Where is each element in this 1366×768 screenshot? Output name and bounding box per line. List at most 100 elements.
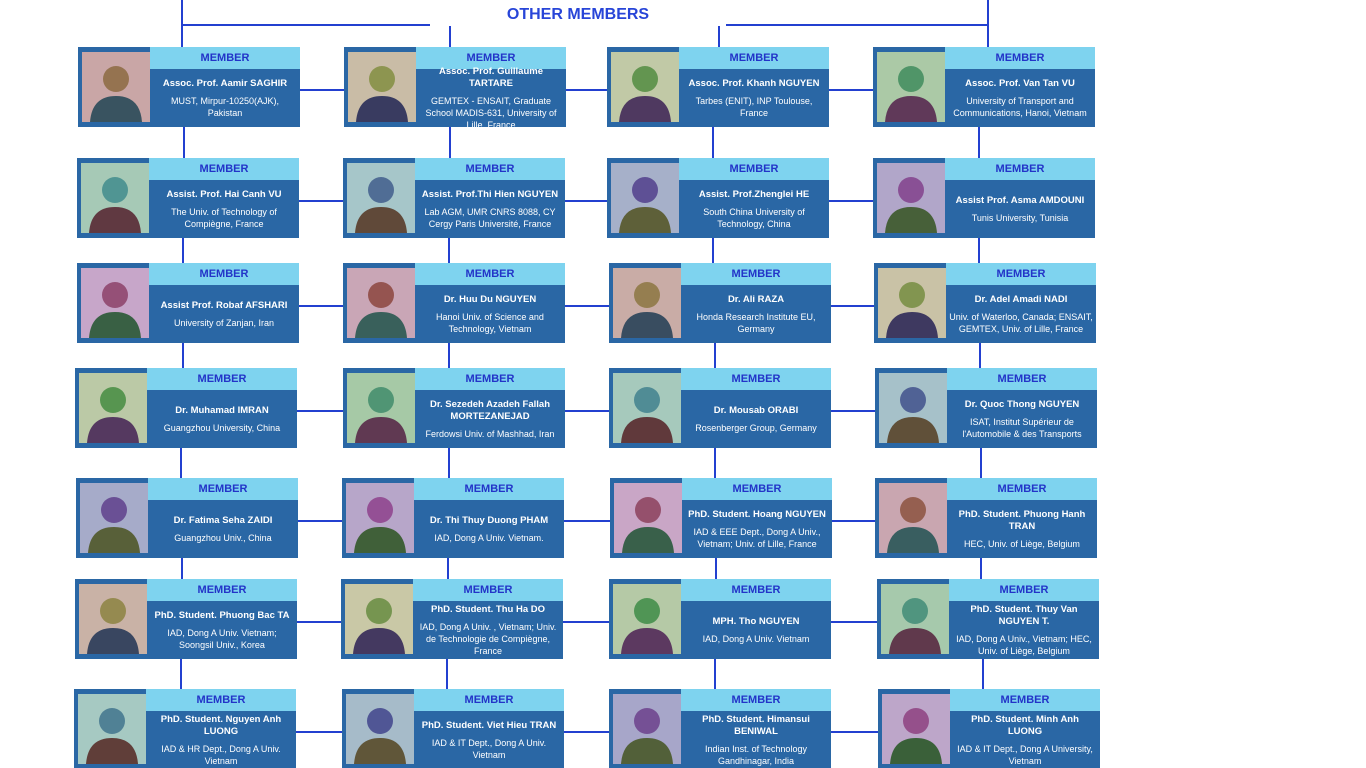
photo-portrait-icon bbox=[345, 584, 413, 654]
member-role: MEMBER bbox=[947, 478, 1097, 500]
member-role: MEMBER bbox=[414, 689, 564, 711]
member-name: PhD. Student. Minh Anh LUONG bbox=[971, 713, 1079, 737]
member-role: MEMBER bbox=[415, 158, 565, 180]
member-role: MEMBER bbox=[415, 263, 565, 285]
member-affiliation: Guangzhou University, China bbox=[163, 422, 281, 433]
member-role: MEMBER bbox=[415, 368, 565, 390]
member-affiliation: IAD, Dong A Univ., Vietnam; HEC, Univ. o… bbox=[956, 633, 1092, 656]
member-name: PhD. Student. Hoang NGUYEN bbox=[688, 508, 826, 520]
member-name: Dr. Fatima Seha ZAIDI bbox=[173, 514, 273, 526]
member-role: MEMBER bbox=[146, 689, 296, 711]
member-card: MEMBER Dr. Sezedeh Azadeh Fallah MORTEZAN… bbox=[343, 368, 565, 448]
member-name: Dr. Muhamad IMRAN bbox=[175, 404, 269, 416]
member-role: MEMBER bbox=[946, 263, 1096, 285]
member-affiliation: IAD, Dong A Univ. Vietnam bbox=[702, 633, 810, 644]
member-name: Assoc. Prof. Khanh NGUYEN bbox=[688, 77, 820, 89]
photo-portrait-icon bbox=[877, 163, 945, 233]
member-role: MEMBER bbox=[147, 579, 297, 601]
member-role: MEMBER bbox=[681, 368, 831, 390]
member-card: MEMBER Assoc. Prof. Van Tan VU University … bbox=[873, 47, 1095, 127]
photo-portrait-icon bbox=[613, 268, 681, 338]
photo-portrait-icon bbox=[613, 373, 681, 443]
photo-portrait-icon bbox=[78, 694, 146, 764]
member-name: Assoc. Prof. Aamir SAGHIR bbox=[162, 77, 288, 89]
photo-portrait-icon bbox=[613, 694, 681, 764]
member-role: MEMBER bbox=[416, 47, 566, 69]
member-affiliation: Honda Research Institute EU, Germany bbox=[696, 311, 816, 334]
member-role: MEMBER bbox=[950, 689, 1100, 711]
member-card: MEMBER Dr. Mousab ORABI Rosenberger Group,… bbox=[609, 368, 831, 448]
member-role: MEMBER bbox=[149, 263, 299, 285]
photo-portrait-icon bbox=[614, 483, 682, 553]
member-name: PhD. Student. Himansui BENIWAL bbox=[702, 713, 810, 737]
member-affiliation: GEMTEX - ENSAIT, Graduate School MADIS-6… bbox=[425, 95, 557, 128]
member-card: MEMBER PhD. Student. Hoang NGUYEN IAD & EE… bbox=[610, 478, 832, 558]
member-name: Dr. Ali RAZA bbox=[727, 293, 785, 305]
member-role: MEMBER bbox=[947, 368, 1097, 390]
member-name: Assist. Prof.Thi Hien NGUYEN bbox=[421, 188, 559, 200]
member-name: Assist Prof. Robaf AFSHARI bbox=[160, 299, 288, 311]
photo-portrait-icon bbox=[347, 373, 415, 443]
photo-portrait-icon bbox=[79, 584, 147, 654]
member-affiliation: South China University of Technology, Ch… bbox=[703, 206, 805, 229]
photo-portrait-icon bbox=[346, 483, 414, 553]
photo-portrait-icon bbox=[882, 694, 950, 764]
member-affiliation: MUST, Mirpur-10250(AJK), Pakistan bbox=[170, 95, 280, 118]
member-affiliation: University of Transport and Communicatio… bbox=[953, 95, 1087, 118]
member-name: PhD. Student. Thuy Van NGUYEN T. bbox=[970, 603, 1078, 627]
member-affiliation: Univ. of Waterloo, Canada; ENSAIT, GEMTE… bbox=[949, 311, 1093, 334]
member-affiliation: Lab AGM, UMR CNRS 8088, CY Cergy Paris U… bbox=[424, 206, 556, 229]
member-affiliation: Ferdowsi Univ. of Mashhad, Iran bbox=[425, 428, 555, 439]
member-name: Dr. Mousab ORABI bbox=[713, 404, 799, 416]
member-name: PhD. Student. Nguyen Anh LUONG bbox=[160, 713, 282, 737]
photo-portrait-icon bbox=[877, 52, 945, 122]
photo-portrait-icon bbox=[879, 373, 947, 443]
photo-portrait-icon bbox=[347, 268, 415, 338]
member-name: PhD. Student. Thu Ha DO bbox=[431, 603, 545, 615]
member-affiliation: IAD & EEE Dept., Dong A Univ., Vietnam; … bbox=[693, 526, 821, 549]
member-role: MEMBER bbox=[679, 47, 829, 69]
member-name: Dr. Thi Thuy Duong PHAM bbox=[429, 514, 549, 526]
photo-portrait-icon bbox=[81, 268, 149, 338]
member-affiliation: Hanoi Univ. of Science and Technology, V… bbox=[436, 311, 544, 334]
photo-portrait-icon bbox=[81, 163, 149, 233]
photo-portrait-icon bbox=[878, 268, 946, 338]
member-affiliation: IAD & IT Dept., Dong A University, Vietn… bbox=[957, 743, 1093, 766]
member-role: MEMBER bbox=[681, 263, 831, 285]
member-role: MEMBER bbox=[949, 579, 1099, 601]
member-name: Assoc. Prof. Van Tan VU bbox=[965, 77, 1075, 89]
section-title: OTHER MEMBERS bbox=[430, 6, 726, 26]
member-role: MEMBER bbox=[149, 158, 299, 180]
member-role: MEMBER bbox=[414, 478, 564, 500]
member-role: MEMBER bbox=[679, 158, 829, 180]
member-card: MEMBER Dr. Ali RAZA Honda Research Institu… bbox=[609, 263, 831, 343]
member-affiliation: Tunis University, Tunisia bbox=[971, 212, 1069, 223]
photo-portrait-icon bbox=[348, 52, 416, 122]
member-affiliation: IAD, Dong A Univ. Vietnam. bbox=[434, 532, 544, 543]
member-name: Dr. Sezedeh Azadeh Fallah MORTEZANEJAD bbox=[429, 398, 551, 422]
member-affiliation: IAD & HR Dept., Dong A Univ. Vietnam bbox=[161, 743, 281, 766]
member-role: MEMBER bbox=[945, 47, 1095, 69]
photo-portrait-icon bbox=[879, 483, 947, 553]
photo-portrait-icon bbox=[347, 163, 415, 233]
member-affiliation: Rosenberger Group, Germany bbox=[695, 422, 817, 433]
member-role: MEMBER bbox=[682, 478, 832, 500]
photo-portrait-icon bbox=[613, 584, 681, 654]
